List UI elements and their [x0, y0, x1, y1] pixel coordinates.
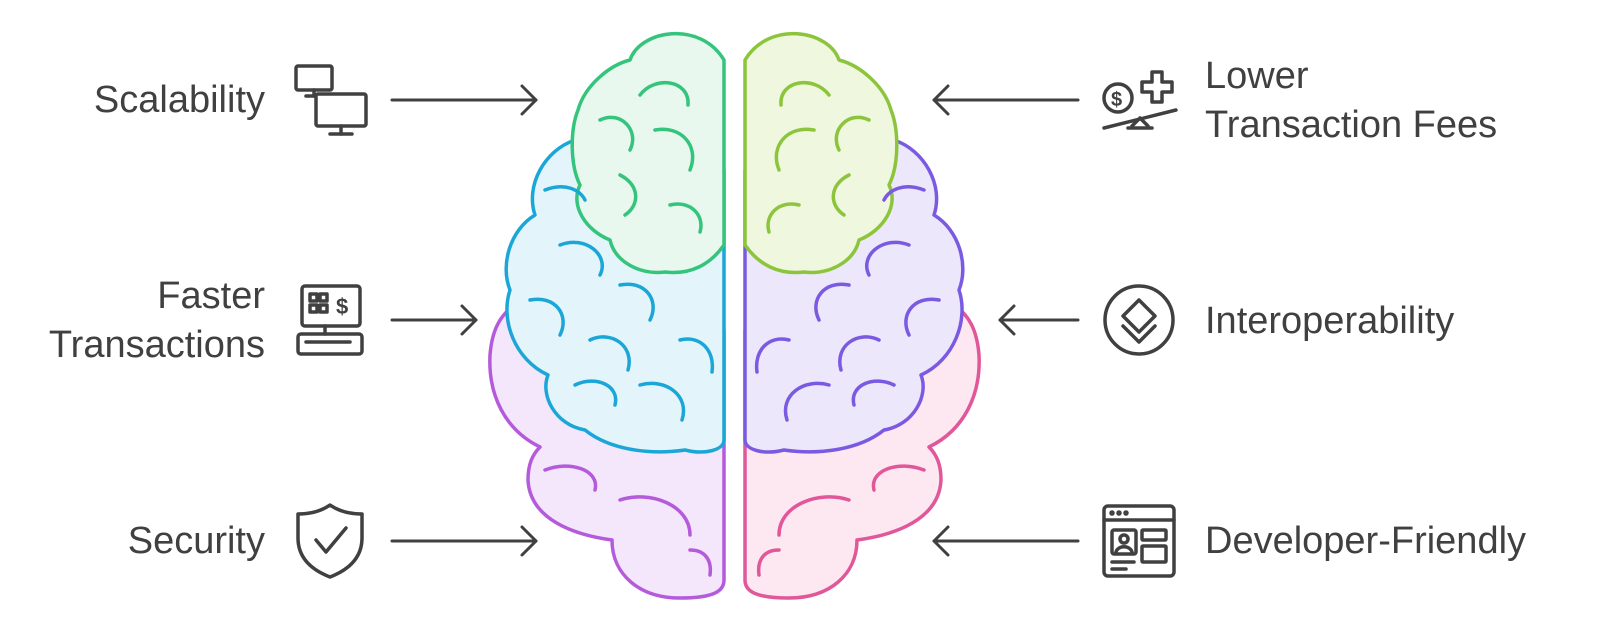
svg-text:$: $ — [336, 294, 348, 319]
label-line: Faster — [157, 275, 265, 317]
label-developer-friendly: Developer-Friendly — [1205, 517, 1526, 566]
hemisphere-divider — [726, 40, 743, 605]
arrow-developer-friendly — [932, 525, 1080, 557]
label-line: Security — [127, 520, 265, 562]
label-line: Interoperability — [1205, 300, 1455, 342]
brain-right-hemisphere — [743, 32, 981, 600]
cash-register-icon: $ — [296, 284, 364, 356]
arrow-scalability — [390, 84, 538, 116]
brain-left-hemisphere — [488, 32, 726, 600]
arrow-interoperability — [998, 304, 1080, 336]
label-security: Security — [128, 517, 265, 566]
label-line: Transaction Fees — [1205, 104, 1498, 146]
label-faster-transactions: Faster Transactions — [49, 272, 265, 370]
label-line: Scalability — [93, 79, 265, 121]
browser-layout-icon — [1102, 504, 1176, 578]
label-interoperability: Interoperability — [1205, 297, 1454, 346]
arrow-lower-transaction-fees — [932, 84, 1080, 116]
label-line: Lower — [1205, 55, 1309, 97]
label-line: Developer-Friendly — [1205, 520, 1527, 562]
label-scalability: Scalability — [94, 76, 265, 125]
arrow-security — [390, 525, 538, 557]
label-line: Transactions — [48, 324, 265, 366]
arrow-faster-transactions — [390, 304, 478, 336]
svg-text:$: $ — [1111, 89, 1122, 111]
label-lower-transaction-fees: Lower Transaction Fees — [1205, 52, 1497, 150]
ethereum-diamond-icon — [1103, 284, 1175, 356]
shield-check-icon — [296, 503, 364, 579]
dual-monitor-icon — [294, 64, 368, 136]
coin-balance-icon: $ — [1102, 70, 1178, 130]
